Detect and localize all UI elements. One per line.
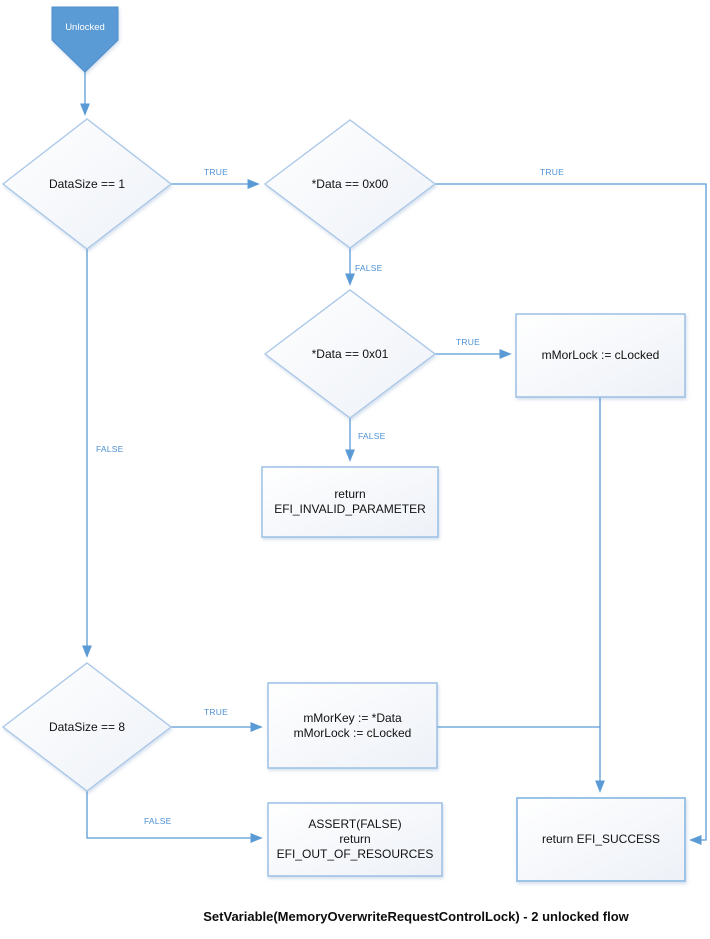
- process-invalid-shape: [261, 466, 439, 538]
- connector-data00-true-to-success: [435, 183, 707, 845]
- decision-data00-shape: [263, 119, 437, 249]
- decision-datasize1-shape: [1, 118, 173, 250]
- process-morkey-shape: [267, 682, 438, 769]
- decision-data01-shape: [263, 289, 437, 419]
- process-assert-shape: [267, 802, 443, 877]
- diagram-title: SetVariable(MemoryOverwriteRequestContro…: [203, 909, 629, 924]
- process-morlock-shape: [515, 313, 686, 398]
- connector-datasize8-false-to-assert: [86, 791, 263, 843]
- process-success-shape: [516, 797, 686, 882]
- start-terminator-shape: [51, 6, 119, 73]
- decision-datasize8-shape: [1, 662, 173, 792]
